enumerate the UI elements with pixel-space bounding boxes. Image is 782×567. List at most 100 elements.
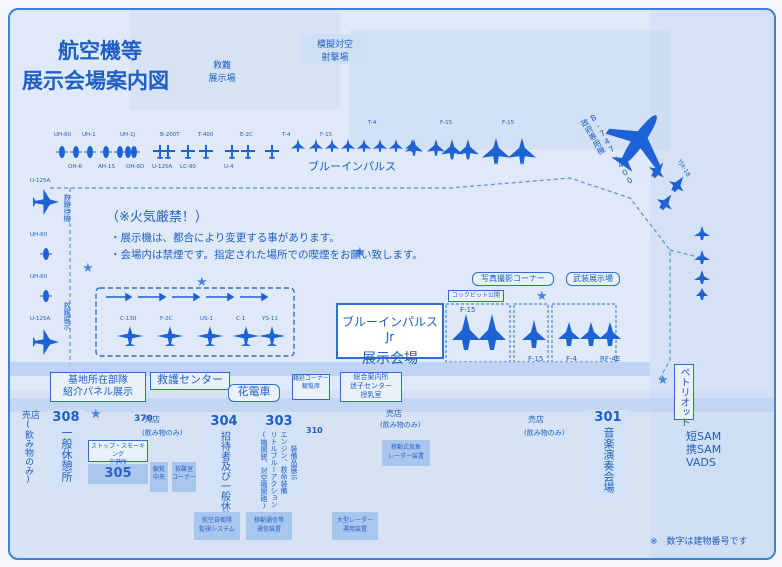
helicopter-icon: [40, 290, 52, 302]
building-name: 一般休憩所: [60, 427, 73, 482]
aircraft-label: T-4: [282, 132, 291, 138]
blue-impulse-jr-area: ブルーインパルスJr 展示会場: [336, 303, 444, 367]
aircraft-label: F-15: [440, 120, 453, 126]
aircraft-label: UH-1: [82, 132, 96, 138]
building-number: 301: [594, 410, 622, 425]
building-310: 310: [306, 426, 323, 435]
transport-plane-icon: [258, 326, 286, 346]
aircraft-label: UH-1J: [120, 132, 136, 138]
u125-plane-icon: [33, 329, 59, 355]
transport-plane-icon: [156, 326, 184, 346]
rf4e-label: RF-4E: [600, 355, 621, 363]
blue-impulse-jet-icon: [325, 139, 339, 153]
prop-plane-icon: [265, 145, 279, 159]
building-304: 304 招待者及び一般休憩所: [204, 414, 244, 531]
helicopter-icon: [128, 146, 140, 158]
photo-corner-label: 写真撮影コーナー: [472, 272, 554, 286]
building-370: 370: [134, 414, 153, 424]
sam-area: 短SAM 携SAM VADS: [686, 430, 721, 469]
shop-label: 売店: [528, 415, 544, 424]
transport-plane-icon: [196, 326, 224, 346]
yjx-jets-icon: [648, 162, 684, 211]
prop-plane-icon: [241, 145, 255, 159]
blue-impulse-jet-icon: [357, 139, 371, 153]
star-marker-icon: ★: [354, 245, 366, 260]
shop-drink-label: (飲み物のみ): [380, 421, 421, 429]
aircraft-label: T-4: [368, 120, 377, 126]
aircraft-label: OH-6: [68, 164, 82, 170]
transport-aircraft-label: YS-11: [262, 316, 278, 322]
display-aircraft-icons: [452, 314, 621, 350]
map-title-line2: 展示会場案内図: [22, 69, 169, 93]
aircraft-label: B-200T: [160, 132, 180, 138]
map-title-line1: 航空機等: [58, 39, 142, 63]
blue-impulse-jet-icon: [309, 139, 323, 153]
large-radar-box: 大型レーダー 運用装置: [332, 512, 378, 540]
rescue-standby-label: 救難待機: [63, 194, 71, 222]
vads-label: VADS: [686, 456, 716, 469]
f15-jet-icon: [482, 138, 510, 165]
info-corner-box: 救難室 コーナー: [172, 462, 196, 492]
aircraft-label: F-15: [502, 120, 515, 126]
shop-label: 売店: [386, 409, 402, 418]
aircraft-label: UH-60: [54, 132, 72, 138]
flower-car-label: 花電車: [228, 384, 280, 402]
prop-plane-icon: [199, 145, 213, 159]
comm-equipment-box: 移動通信等 通信装置: [246, 512, 292, 540]
aircraft-label: OH-6D: [126, 164, 145, 170]
star-marker-icon: ★: [657, 373, 669, 388]
blue-impulse-jr-line1: ブルーインパルスJr: [341, 315, 438, 344]
u125-plane-icon: [33, 189, 59, 215]
prop-plane-icon: [161, 145, 175, 159]
f15-label: F-15: [528, 355, 544, 363]
transport-aircraft-label: F-2C: [160, 316, 173, 322]
aircraft-label: T-400: [198, 132, 214, 138]
building-name: 招待者及び一般休憩所: [218, 431, 230, 531]
prop-plane-icon: [153, 145, 167, 159]
shop-drink-label: (飲み物のみ): [142, 429, 183, 437]
aircraft-label: E-2C: [240, 132, 253, 138]
aircraft-label: AH-1S: [98, 164, 115, 170]
rescue-display-area: 救難 展示場: [208, 61, 236, 84]
blue-impulse-jet-icon: [389, 139, 403, 153]
f15-jet-icon: [508, 138, 536, 165]
building-name: 装備品展示 エンジン、救命装備 リトルブルーアクション (機関銃、対空機関砲): [260, 431, 298, 510]
helicopter-icon: [84, 146, 96, 158]
prop-plane-icon: [225, 145, 239, 159]
building-301: 301 音楽演奏会場: [586, 410, 630, 498]
smoking-box: ストップ・スモーキング 空港所: [88, 440, 148, 466]
government-747-plane-icon: [605, 115, 660, 173]
general-info-label: 総合案内所 迷子センター 授乳室: [340, 372, 402, 402]
blue-impulse-label: ブルーインパルス: [308, 160, 396, 173]
toilet-sign-box: 観覧 中央: [150, 462, 168, 492]
f4-label: F-4: [566, 355, 578, 363]
building-305: 305: [88, 464, 148, 484]
notice-line-2: ・会場内は禁煙です。指定された場所での喫煙をお願い致します。: [110, 249, 423, 261]
transport-aircraft-label: C-1: [236, 316, 246, 322]
t4-jet-icon: [405, 139, 423, 157]
building-number: 308: [52, 410, 80, 425]
blue-impulse-jet-icon: [341, 139, 355, 153]
right-column-aircraft-icons: [694, 226, 710, 300]
shop-label: 売店: [22, 411, 41, 421]
anti-air-range: 模擬対空 射撃場: [300, 34, 370, 64]
star-marker-icon: ★: [90, 407, 102, 422]
patriot-area: ペトリオット: [674, 364, 694, 427]
radar-box: 移動式気象 レーダー装置: [382, 440, 430, 466]
fire-warning-heading: （※火気厳禁！）: [106, 210, 208, 225]
short-sam-label: 短SAM: [686, 430, 722, 443]
building-303: 303 装備品展示 エンジン、救命装備 リトルブルーアクション (機関銃、対空機…: [254, 414, 304, 510]
notice-line-1: ・展示機は、都合により変更する事があります。: [110, 232, 340, 244]
star-marker-icon: ★: [536, 289, 548, 304]
blue-impulse-jet-icon: [373, 139, 387, 153]
f15-cockpit-label: F-15: [460, 306, 476, 314]
cockpit-open-label: コックピット公開: [448, 290, 504, 302]
base-intro-panel-label: 基地所在部隊 紹介パネル展示: [50, 372, 146, 402]
shop-drink-label: (飲み物のみ): [524, 429, 565, 437]
star-marker-icon: ★: [82, 261, 94, 276]
helicopter-icon: [100, 146, 112, 158]
small-corner-label: 籍延コーナー 観覧席: [292, 374, 330, 400]
helicopter-icon: [56, 146, 68, 158]
portable-sam-label: 携SAM: [686, 443, 722, 456]
